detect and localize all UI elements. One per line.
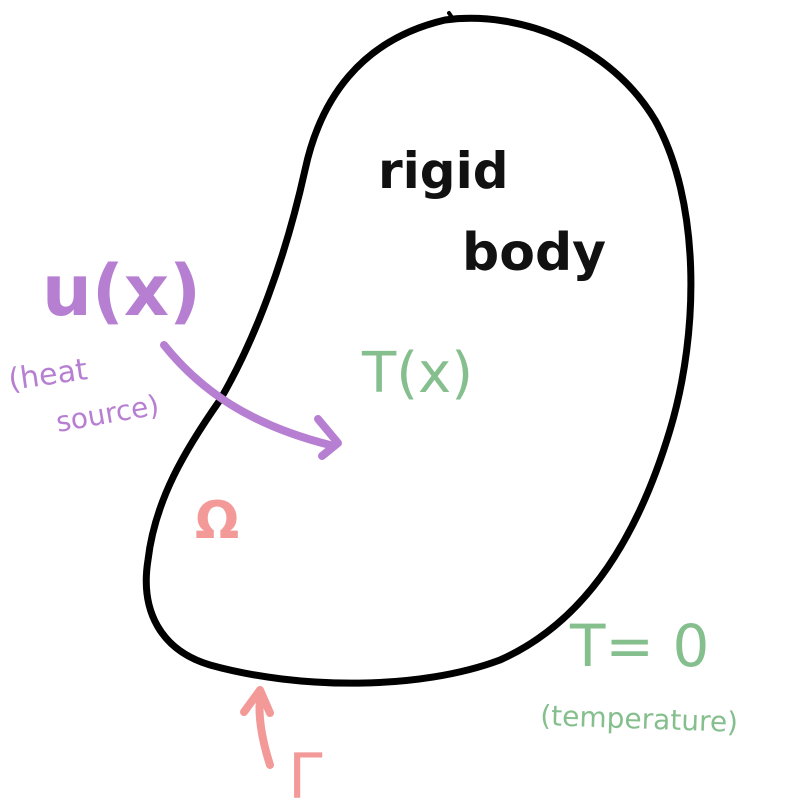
boundary-arrow <box>255 694 274 769</box>
heat-source-label: u(x) <box>42 250 201 332</box>
boundary-gamma-symbol: Γ <box>288 740 323 798</box>
rigid-body-outline <box>142 14 695 687</box>
heat-source-arrow <box>160 341 334 449</box>
domain-omega-symbol: Ω <box>195 491 239 551</box>
boundary-condition-label: T= 0 <box>569 612 709 680</box>
boundary-arrowhead <box>240 686 274 717</box>
heat-source-note-line2: source) <box>53 388 161 439</box>
heat-source-note-line1: (heat <box>6 352 90 398</box>
boundary-condition-note: (temperature) <box>540 699 739 739</box>
body-label-line2: body <box>462 223 606 283</box>
heat-source-arrowhead <box>314 415 342 460</box>
body-label-line1: rigid <box>378 142 509 200</box>
outline-tick <box>447 11 455 21</box>
temperature-field-label: T(x) <box>361 341 473 406</box>
